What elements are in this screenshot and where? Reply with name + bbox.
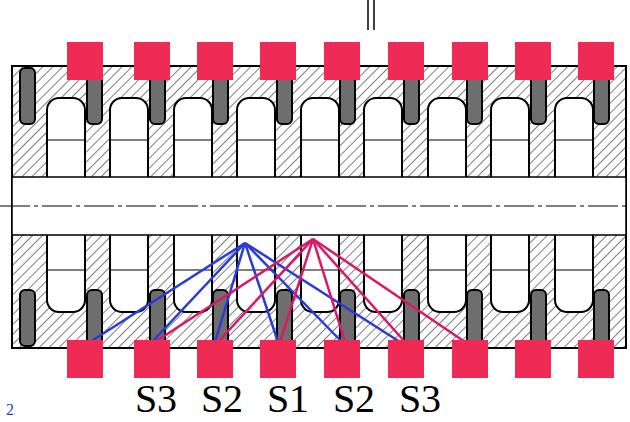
hatched-wall <box>12 66 626 348</box>
red-blocks <box>67 42 614 378</box>
station-label: S2 <box>333 379 375 419</box>
blue-fan <box>90 243 400 342</box>
station-label: S3 <box>399 379 441 419</box>
cut-mark <box>368 0 374 30</box>
magenta-fan <box>155 239 465 342</box>
station-label: S3 <box>135 379 177 419</box>
axis-line <box>0 206 630 207</box>
station-label: S1 <box>267 379 309 419</box>
gray-rods <box>20 68 609 346</box>
index-mark: 2 <box>6 402 14 418</box>
station-label: S2 <box>201 379 243 419</box>
